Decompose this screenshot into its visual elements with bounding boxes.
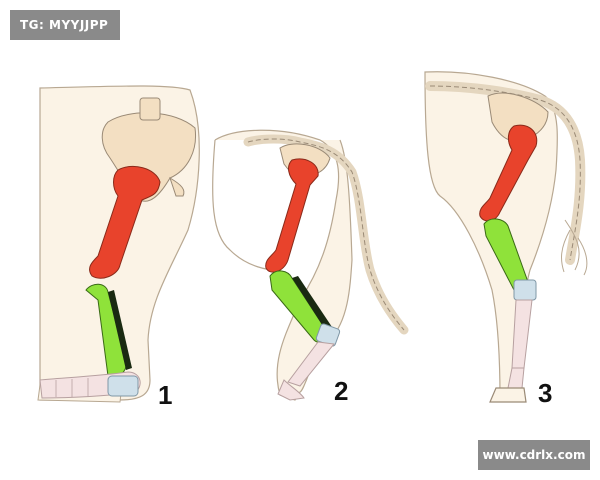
- figure-1-vertebra: [139, 97, 161, 121]
- figure-1-ischium: [169, 176, 185, 197]
- figure-2-fibula: [292, 276, 334, 334]
- figure-3-pelvis: [487, 92, 549, 142]
- watermark-top: TG: MYYJJPP: [10, 10, 120, 40]
- figure-3-femur: [479, 124, 538, 222]
- figure-1-femur: [89, 166, 161, 279]
- watermark-bottom: www.cdrlx.com: [478, 440, 590, 470]
- figure-3-label: 3: [538, 378, 552, 408]
- figure-3-cannon-bone: [511, 299, 533, 369]
- figure-2-femur: [265, 158, 319, 273]
- figure-3-tail-hair: [561, 219, 588, 276]
- figure-3-hock-bones: [513, 279, 537, 301]
- figure-3-unguligrade-leg: 3: [424, 71, 588, 408]
- figure-3-hoof: [489, 387, 527, 403]
- figure-1-plantigrade-leg: 1: [37, 85, 200, 410]
- figure-2-toes: [277, 379, 305, 401]
- figure-1-label: 1: [158, 380, 172, 410]
- figure-2-metatarsals: [287, 341, 335, 387]
- figure-1-fibula: [108, 290, 132, 370]
- figure-2-label: 2: [334, 376, 348, 406]
- figure-2-digitigrade-leg: 2: [212, 129, 409, 406]
- figure-1-heel-bone: [107, 375, 139, 397]
